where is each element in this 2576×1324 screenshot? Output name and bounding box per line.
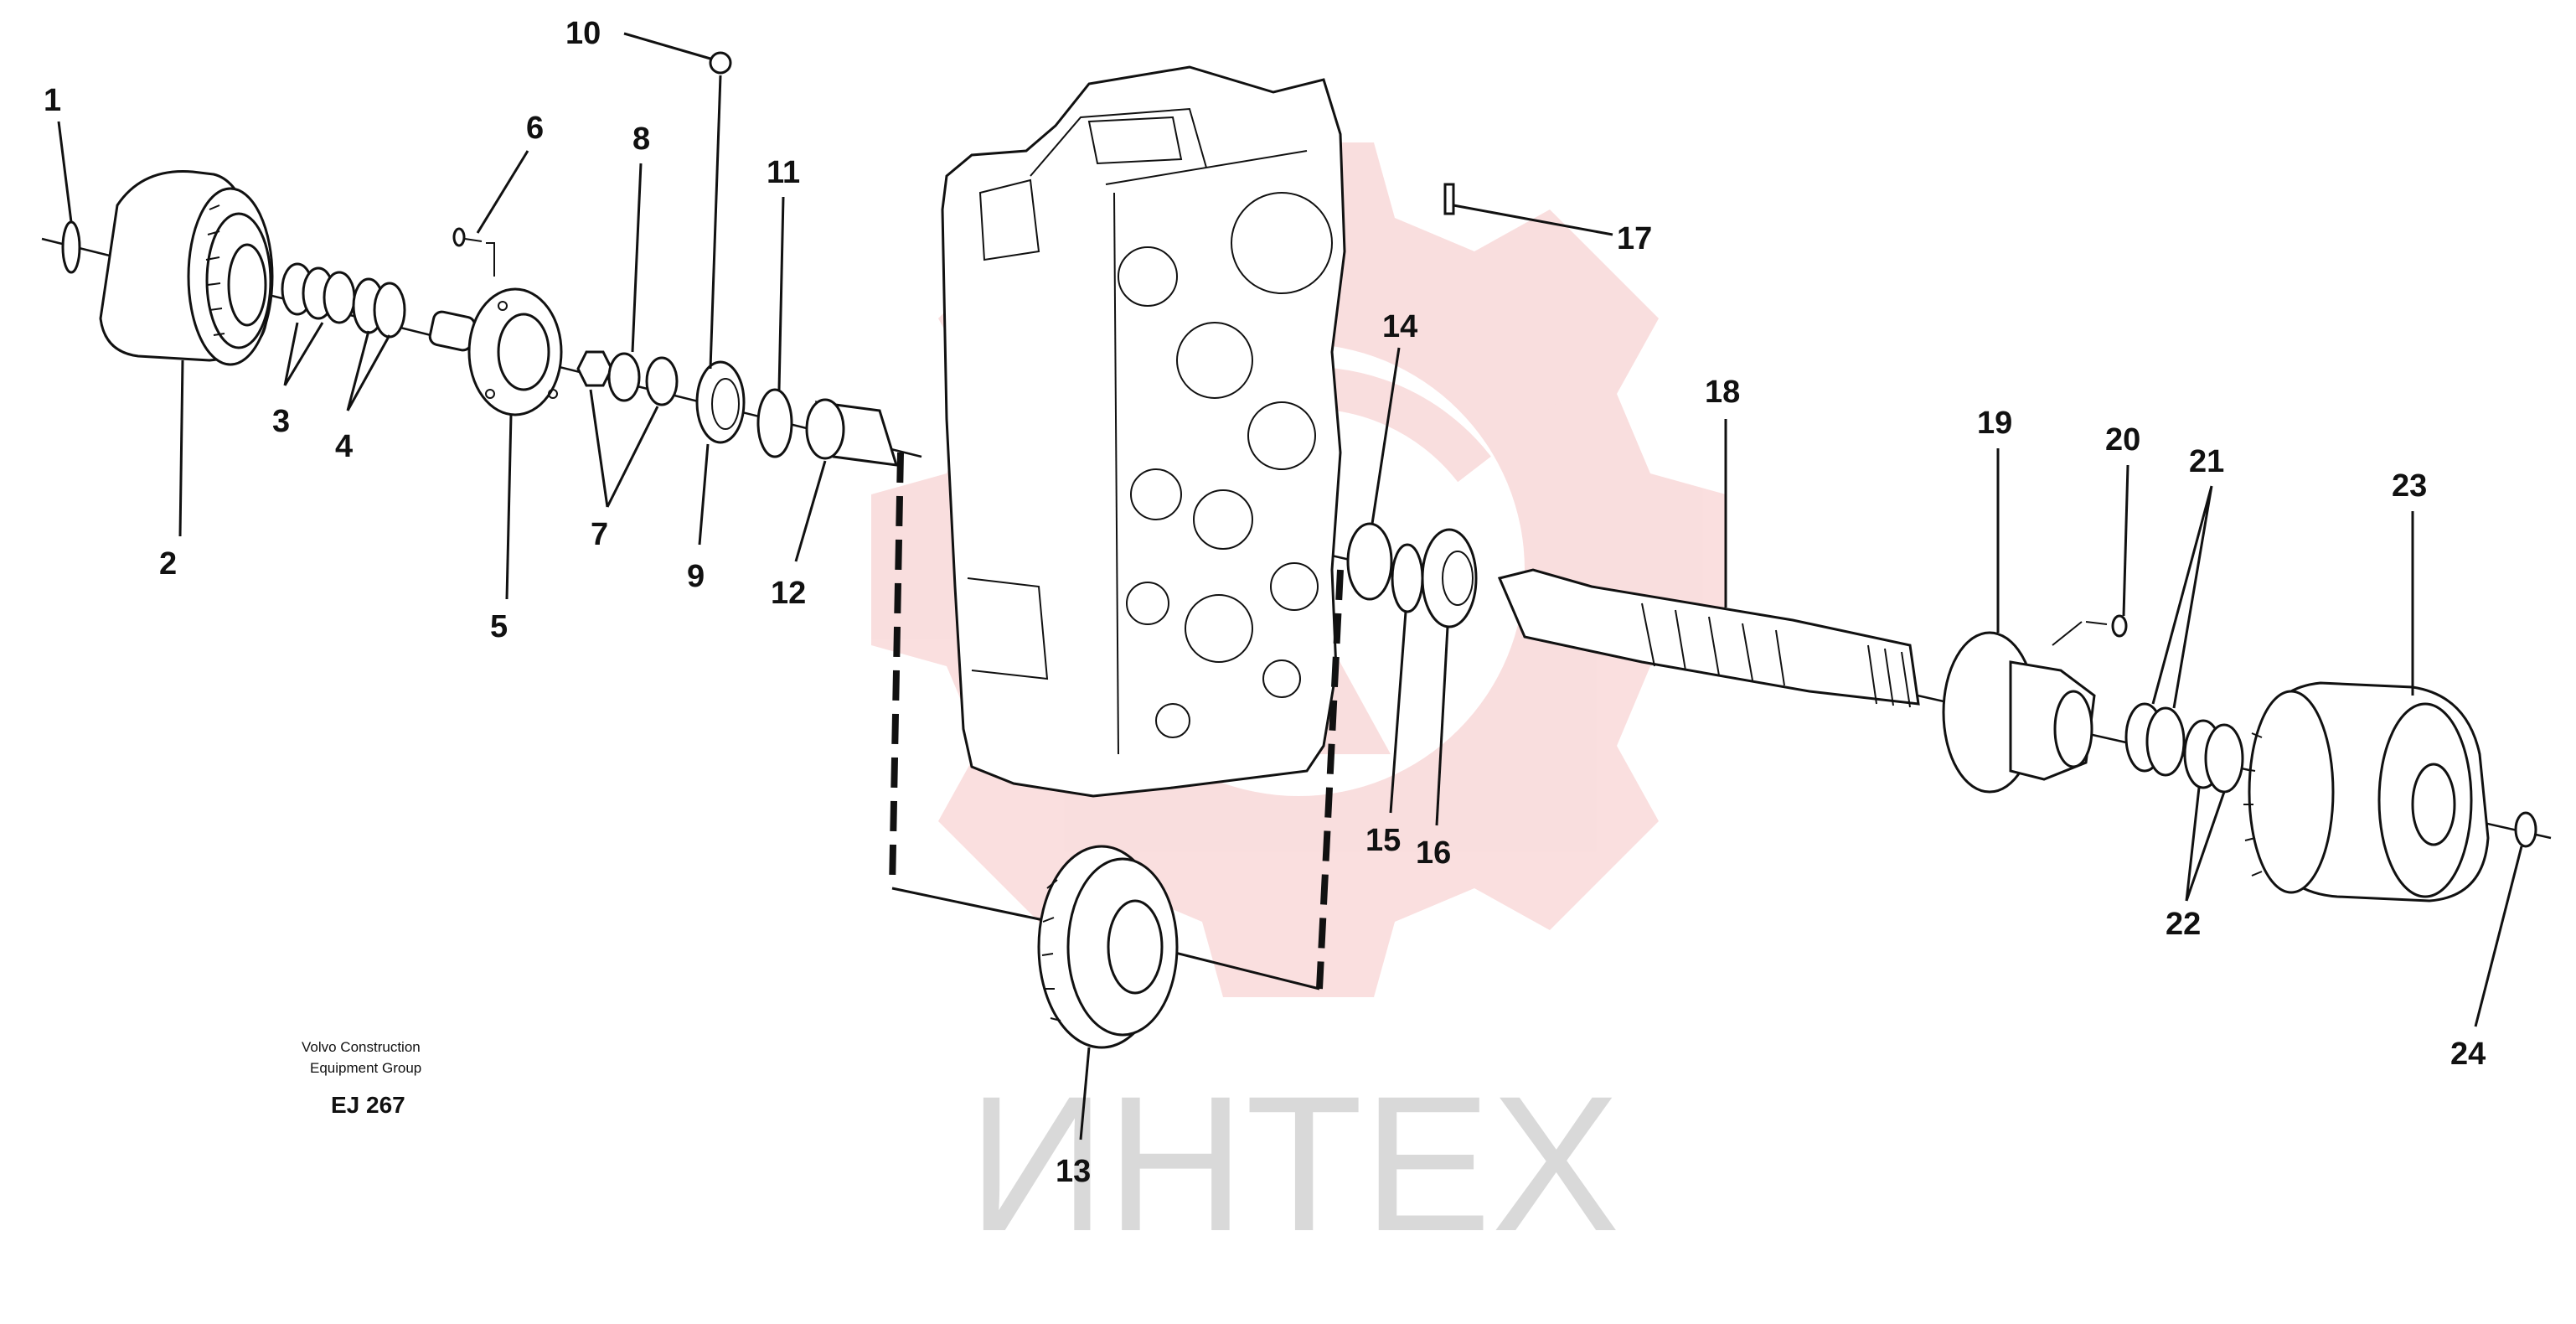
link-solid-right <box>1168 949 1320 990</box>
callout-16: 16 <box>1416 835 1451 871</box>
part-7-nut-and-washers <box>576 350 679 406</box>
callout-24: 24 <box>2450 1037 2486 1072</box>
callout-17: 17 <box>1617 221 1652 256</box>
part-11-snap-ring <box>756 388 793 458</box>
callout-14: 14 <box>1382 309 1417 344</box>
link-dashed-left <box>889 452 904 889</box>
part-17-pin <box>1443 183 1455 215</box>
leader-6 <box>476 150 529 234</box>
callout-4: 4 <box>335 429 353 464</box>
part-10-plug <box>709 51 732 75</box>
callout-8: 8 <box>632 122 650 157</box>
callout-11: 11 <box>767 155 800 190</box>
leader-7 <box>589 389 659 508</box>
watermark-text: ИНТЕХ <box>968 1056 1620 1271</box>
part-5-bearing-housing <box>428 287 563 416</box>
diagram-code: EJ 267 <box>331 1092 405 1118</box>
callout-7: 7 <box>591 517 608 552</box>
leader-1 <box>57 121 73 223</box>
leader-14 <box>1371 347 1401 525</box>
callout-18: 18 <box>1705 375 1740 410</box>
leader-11 <box>777 196 785 390</box>
leader-10 <box>623 32 711 60</box>
part-14-bearing <box>1346 522 1393 601</box>
leader-3 <box>283 322 324 386</box>
leader-9 <box>698 443 710 546</box>
part-3-seal-rings <box>281 262 356 324</box>
leader-22 <box>2185 787 2226 902</box>
leader-10b <box>709 75 722 370</box>
callout-21: 21 <box>2189 444 2224 479</box>
leader-12 <box>794 460 827 562</box>
part-12-sleeve <box>805 398 899 467</box>
leader-21 <box>2151 485 2213 709</box>
callout-13: 13 <box>1056 1154 1091 1189</box>
callout-9: 9 <box>687 559 705 594</box>
part-9-bearing <box>695 360 746 444</box>
callout-6: 6 <box>526 111 544 146</box>
part-23-clutch-drum <box>2243 681 2490 902</box>
callout-10: 10 <box>565 16 601 51</box>
manufacturer-line-1: Volvo Construction <box>302 1039 421 1055</box>
manufacturer-caption: Volvo Construction Equipment Group EJ 26… <box>302 1039 421 1118</box>
part-2-clutch-drum <box>99 170 274 366</box>
part-13-gear <box>1037 845 1179 1049</box>
leader-17 <box>1453 204 1613 236</box>
callout-12: 12 <box>771 576 806 611</box>
part-15-snap-ring <box>1391 543 1424 613</box>
part-20-screw <box>2052 614 2128 646</box>
part-19-bearing-housing <box>1942 631 2096 794</box>
leader-16 <box>1435 626 1449 826</box>
leader-24 <box>2474 846 2523 1027</box>
manufacturer-line-2: Equipment Group <box>310 1060 421 1076</box>
leader-8 <box>631 163 643 353</box>
part-21-seal-rings <box>2124 702 2186 777</box>
leader-lines <box>57 32 2523 1140</box>
part-18-shaft <box>1497 568 1920 708</box>
leader-4 <box>346 330 391 411</box>
leader-13 <box>1079 1047 1091 1140</box>
part-24-washer <box>2514 811 2537 848</box>
leader-2 <box>178 359 184 537</box>
part-6-screw <box>452 227 495 277</box>
callout-20: 20 <box>2105 422 2140 458</box>
transmission-housing <box>941 65 1346 798</box>
leader-5 <box>505 414 513 600</box>
part-22-seal-rings <box>2183 719 2244 794</box>
callout-23: 23 <box>2392 468 2427 504</box>
callout-19: 19 <box>1977 406 2012 441</box>
callout-22: 22 <box>2166 907 2201 942</box>
callout-15: 15 <box>1365 823 1401 858</box>
link-dashed-right <box>1316 569 1344 990</box>
callout-5: 5 <box>490 609 508 644</box>
callout-3: 3 <box>272 404 290 439</box>
callout-2: 2 <box>159 546 177 582</box>
link-solid-left <box>891 887 1052 923</box>
leader-15 <box>1389 611 1407 814</box>
part-1-o-ring <box>61 220 81 274</box>
callout-labels: 1 2 3 4 5 6 7 8 9 10 11 12 13 14 15 16 1… <box>44 16 2486 1189</box>
callout-1: 1 <box>44 83 61 118</box>
part-4-seal-rings <box>352 277 406 339</box>
part-16-seal-ring <box>1421 528 1478 628</box>
leader-20 <box>2122 464 2129 617</box>
